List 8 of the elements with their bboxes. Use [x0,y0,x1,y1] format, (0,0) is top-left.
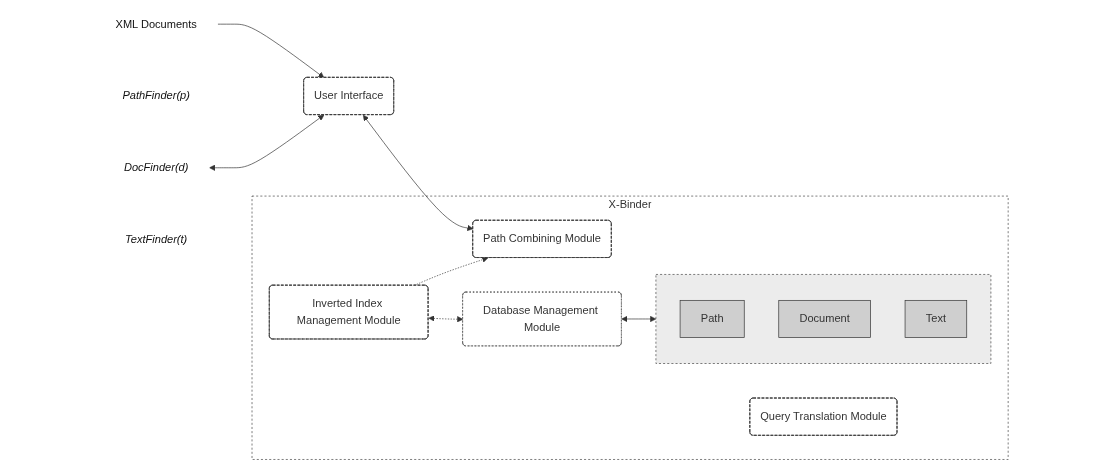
node-box: Document [778,300,871,338]
node-box: Text [904,300,968,338]
node-text: XML Documents [115,17,197,30]
node-text: DocFinder(d) [123,161,189,174]
node-box: Path [679,300,745,338]
node-text: PathFinder(p) [122,89,190,102]
cluster [655,274,992,364]
node-text: TextFinder(t) [125,233,188,246]
